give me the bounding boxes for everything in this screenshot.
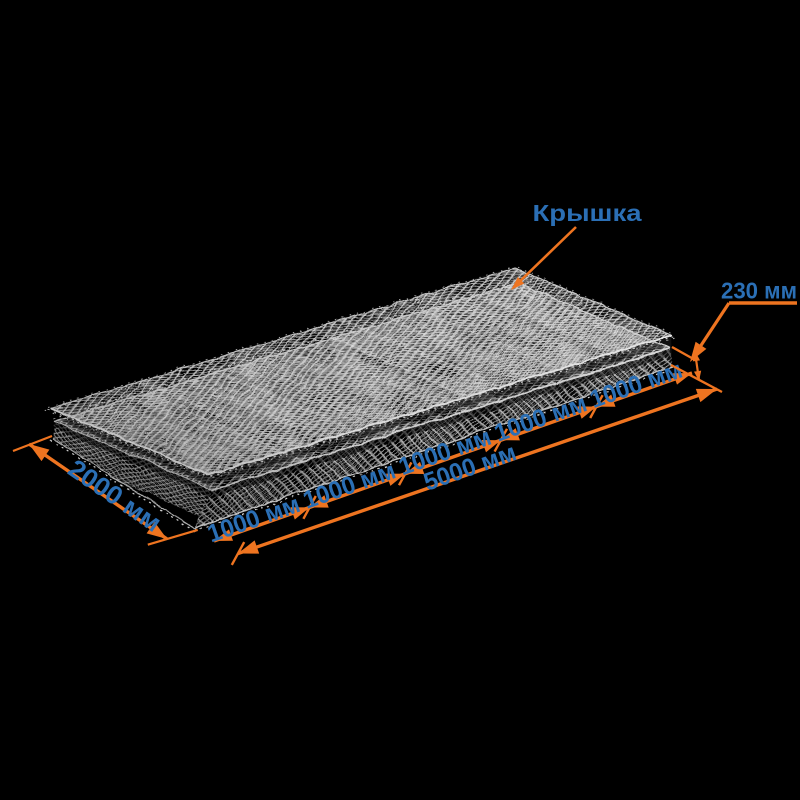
- svg-text:Крышка: Крышка: [533, 200, 643, 226]
- svg-text:230 мм: 230 мм: [721, 278, 797, 304]
